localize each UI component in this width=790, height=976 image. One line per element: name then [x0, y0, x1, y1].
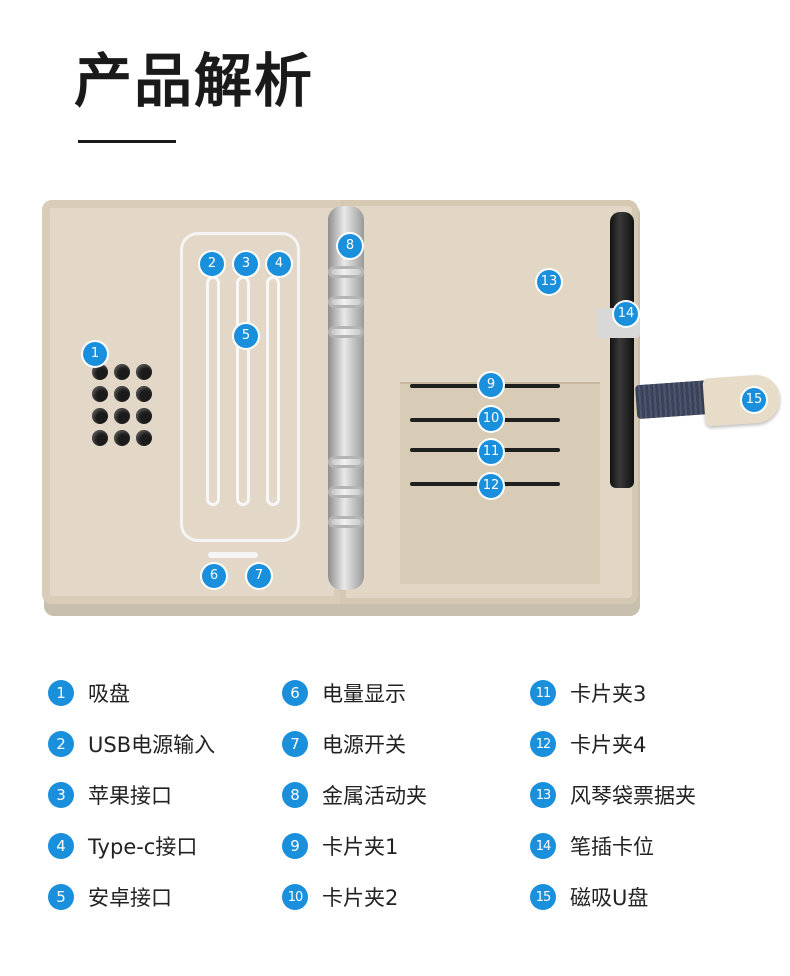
callout-marker-14: 14	[614, 302, 638, 326]
binder-rings	[328, 206, 364, 590]
legend-number-badge: 3	[48, 782, 74, 808]
legend-item-14: 14 笔插卡位	[530, 831, 654, 861]
callout-marker-6: 6	[202, 564, 226, 588]
legend-label: Type-c接口	[88, 835, 198, 859]
callout-marker-3: 3	[234, 252, 258, 276]
type-c-cable	[266, 276, 280, 506]
callout-marker-11: 11	[479, 440, 503, 464]
callout-marker-10: 10	[479, 407, 503, 431]
legend-label: 吸盘	[88, 682, 130, 706]
callout-marker-9: 9	[479, 373, 503, 397]
legend-number-badge: 14	[530, 833, 556, 859]
legend-item-6: 6 电量显示	[282, 678, 406, 708]
legend-item-11: 11 卡片夹3	[530, 678, 646, 708]
battery-indicator	[208, 552, 258, 558]
legend-item-12: 12 卡片夹4	[530, 729, 646, 759]
suction-cup	[92, 386, 108, 402]
suction-cup	[136, 364, 152, 380]
legend-number-badge: 10	[282, 884, 308, 910]
cable-tray	[180, 232, 300, 542]
suction-cup	[136, 408, 152, 424]
legend-item-5: 5 安卓接口	[48, 882, 172, 912]
legend-item-1: 1 吸盘	[48, 678, 130, 708]
legend-label: 卡片夹2	[322, 886, 399, 910]
legend-item-13: 13 风琴袋票据夹	[530, 780, 696, 810]
callout-marker-2: 2	[200, 252, 224, 276]
callout-marker-8: 8	[338, 234, 362, 258]
legend-item-3: 3 苹果接口	[48, 780, 172, 810]
lightning-cable	[236, 276, 250, 506]
legend-number-badge: 13	[530, 782, 556, 808]
binder-ring	[328, 266, 364, 278]
legend-number-badge: 8	[282, 782, 308, 808]
legend-label: USB电源输入	[88, 733, 216, 757]
suction-cup	[136, 430, 152, 446]
legend-label: 苹果接口	[88, 784, 172, 808]
legend-label: 金属活动夹	[322, 784, 427, 808]
legend-number-badge: 9	[282, 833, 308, 859]
legend-number-badge: 4	[48, 833, 74, 859]
legend-label: 笔插卡位	[570, 835, 654, 859]
legend-label: 卡片夹1	[322, 835, 399, 859]
legend-number-badge: 11	[530, 680, 556, 706]
suction-cup	[114, 408, 130, 424]
legend-item-8: 8 金属活动夹	[282, 780, 427, 810]
title-underline	[78, 140, 176, 143]
legend-number-badge: 5	[48, 884, 74, 910]
legend-number-badge: 2	[48, 731, 74, 757]
binder-ring	[328, 326, 364, 338]
suction-cup	[114, 430, 130, 446]
legend-label: 磁吸U盘	[570, 886, 649, 910]
binder-ring	[328, 516, 364, 528]
pen	[610, 212, 634, 488]
legend-label: 风琴袋票据夹	[570, 784, 696, 808]
legend-item-15: 15 磁吸U盘	[530, 882, 648, 912]
legend-number-badge: 12	[530, 731, 556, 757]
legend-number-badge: 1	[48, 680, 74, 706]
legend-item-7: 7 电源开关	[282, 729, 406, 759]
legend-item-9: 9 卡片夹1	[282, 831, 398, 861]
callout-marker-5: 5	[234, 324, 258, 348]
usb-cable	[206, 276, 220, 506]
suction-cup	[92, 408, 108, 424]
legend-item-2: 2 USB电源输入	[48, 729, 215, 759]
suction-cup	[92, 430, 108, 446]
page-title: 产品解析	[74, 47, 315, 115]
legend-label: 卡片夹3	[570, 682, 647, 706]
suction-cup	[136, 386, 152, 402]
legend-label: 电源开关	[322, 733, 406, 757]
suction-cup	[114, 364, 130, 380]
suction-cup	[92, 364, 108, 380]
binder-ring	[328, 456, 364, 468]
legend-label: 卡片夹4	[570, 733, 647, 757]
callout-marker-7: 7	[247, 564, 271, 588]
organizer-illustration	[40, 196, 782, 616]
binder-ring	[328, 486, 364, 498]
legend-label: 电量显示	[322, 682, 406, 706]
legend-number-badge: 7	[282, 731, 308, 757]
binder-ring	[328, 296, 364, 308]
legend-item-10: 10 卡片夹2	[282, 882, 398, 912]
legend-item-4: 4 Type-c接口	[48, 831, 197, 861]
callout-marker-1: 1	[83, 342, 107, 366]
legend-number-badge: 6	[282, 680, 308, 706]
legend-number-badge: 15	[530, 884, 556, 910]
suction-cup	[114, 386, 130, 402]
legend-label: 安卓接口	[88, 886, 172, 910]
callout-marker-4: 4	[267, 252, 291, 276]
callout-marker-12: 12	[479, 474, 503, 498]
callout-marker-15: 15	[742, 388, 766, 412]
callout-marker-13: 13	[537, 270, 561, 294]
